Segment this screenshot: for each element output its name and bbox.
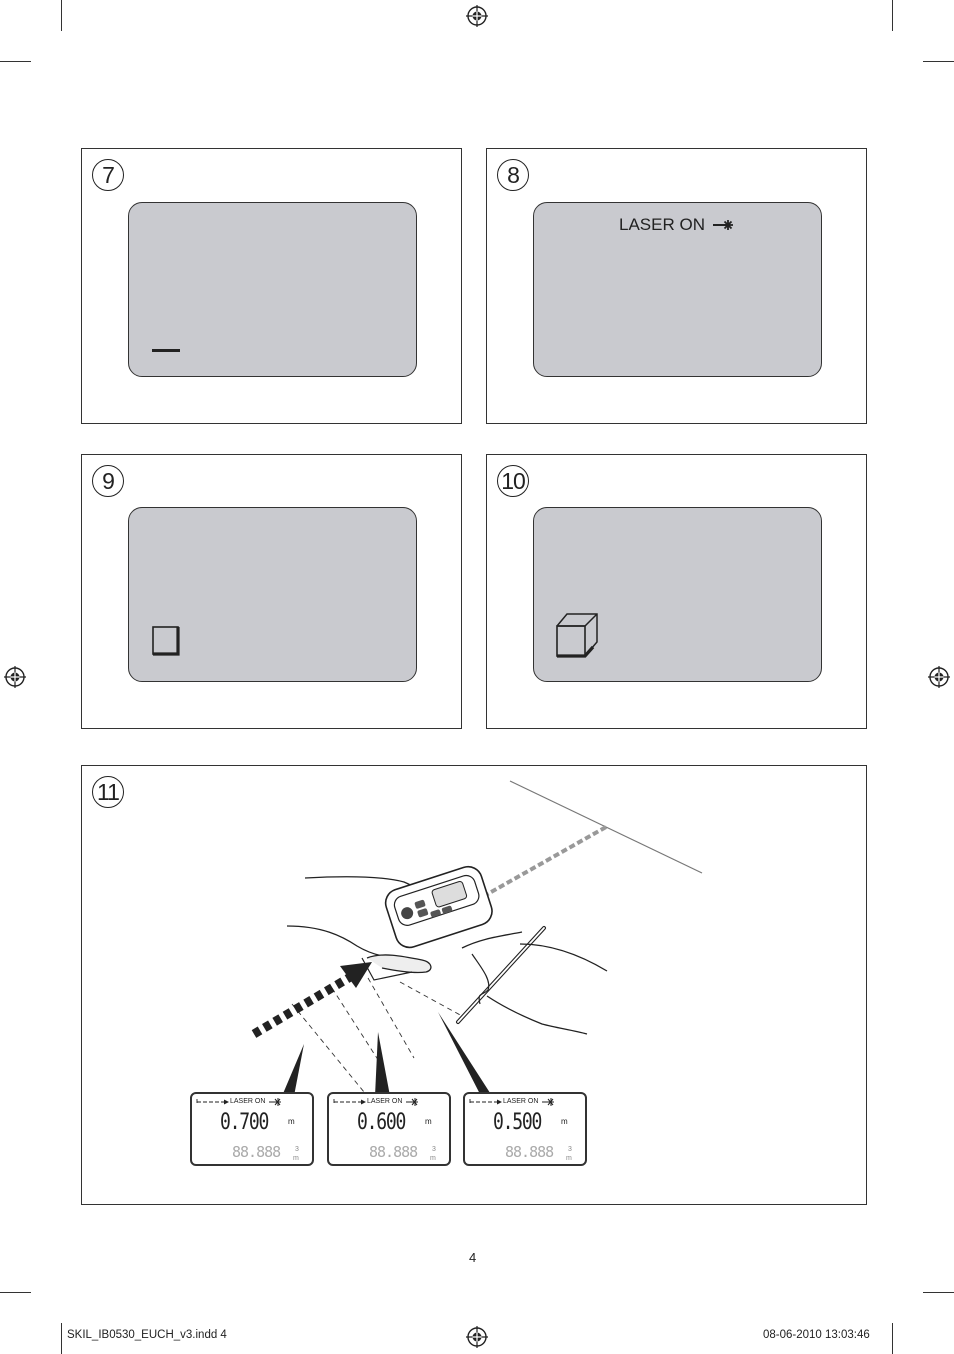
crop-mark (61, 0, 62, 31)
lcd-display (128, 507, 417, 682)
measurement-illustration (251, 780, 703, 1098)
laser-star-icon (542, 1098, 554, 1106)
crop-mark (923, 61, 954, 62)
distance-reading: 0.500 (493, 1110, 542, 1135)
laser-device (384, 865, 493, 949)
laser-status: LASER ON (367, 1098, 403, 1105)
registration-mark-icon (928, 666, 950, 688)
reading-unit: m (561, 1117, 568, 1126)
figure-number: 8 (497, 159, 529, 191)
laser-star-icon (713, 220, 733, 230)
secondary-unit-base: m (430, 1155, 436, 1162)
footer-date: 08-06-2010 13:03:46 (763, 1329, 870, 1341)
lcd-display (128, 202, 417, 377)
registration-mark-icon (466, 1326, 488, 1348)
crop-mark (892, 1323, 893, 1354)
crop-mark (0, 61, 31, 62)
secondary-unit-base: m (566, 1155, 572, 1162)
measure-arrow-icon (251, 962, 372, 1038)
secondary-reading: 88.888 (369, 1143, 418, 1161)
figure-number: 7 (92, 159, 124, 191)
laser-star-icon (406, 1098, 418, 1106)
registration-mark-icon (4, 666, 26, 688)
volume-cube-icon (556, 613, 598, 658)
measure-arrow-icon (333, 1099, 366, 1105)
page-number: 4 (469, 1250, 477, 1265)
figure-number: 11 (92, 776, 124, 808)
registration-mark-icon (466, 5, 488, 27)
lcd-display (533, 507, 822, 682)
figure-number: 10 (497, 465, 529, 497)
length-dash-icon (152, 349, 180, 352)
distance-reading: 0.600 (357, 1110, 406, 1135)
secondary-unit-base: m (293, 1155, 299, 1162)
reading-unit: m (288, 1117, 295, 1126)
figure-9-panel: 9 (81, 454, 462, 729)
crop-mark (923, 1292, 954, 1293)
figure-10-panel: 10 (486, 454, 867, 729)
area-square-icon (152, 626, 180, 656)
figure-8-panel: 8 LASER ON (486, 148, 867, 424)
crop-mark (61, 1323, 62, 1354)
figure-number: 9 (92, 465, 124, 497)
measure-arrow-icon (196, 1099, 229, 1105)
reading-unit: m (425, 1117, 432, 1126)
crop-mark (0, 1292, 31, 1293)
crop-mark (892, 0, 893, 31)
laser-star-icon (269, 1098, 281, 1106)
distance-reading: 0.700 (220, 1110, 269, 1135)
secondary-unit-sup: 3 (294, 1146, 299, 1153)
figure-11-panel: 11 (81, 765, 867, 1205)
secondary-unit-sup: 3 (567, 1146, 572, 1153)
figure-7-panel: 7 (81, 148, 462, 424)
laser-on-indicator: LASER ON (619, 215, 705, 234)
footer-file: SKIL_IB0530_EUCH_v3.indd 4 (67, 1329, 227, 1341)
secondary-reading: 88.888 (232, 1143, 281, 1161)
laser-status: LASER ON (503, 1098, 539, 1105)
lcd-display: LASER ON (533, 202, 822, 377)
secondary-unit-sup: 3 (431, 1146, 436, 1153)
laser-status: LASER ON (230, 1098, 266, 1105)
secondary-reading: 88.888 (505, 1143, 554, 1161)
measure-arrow-icon (469, 1099, 502, 1105)
